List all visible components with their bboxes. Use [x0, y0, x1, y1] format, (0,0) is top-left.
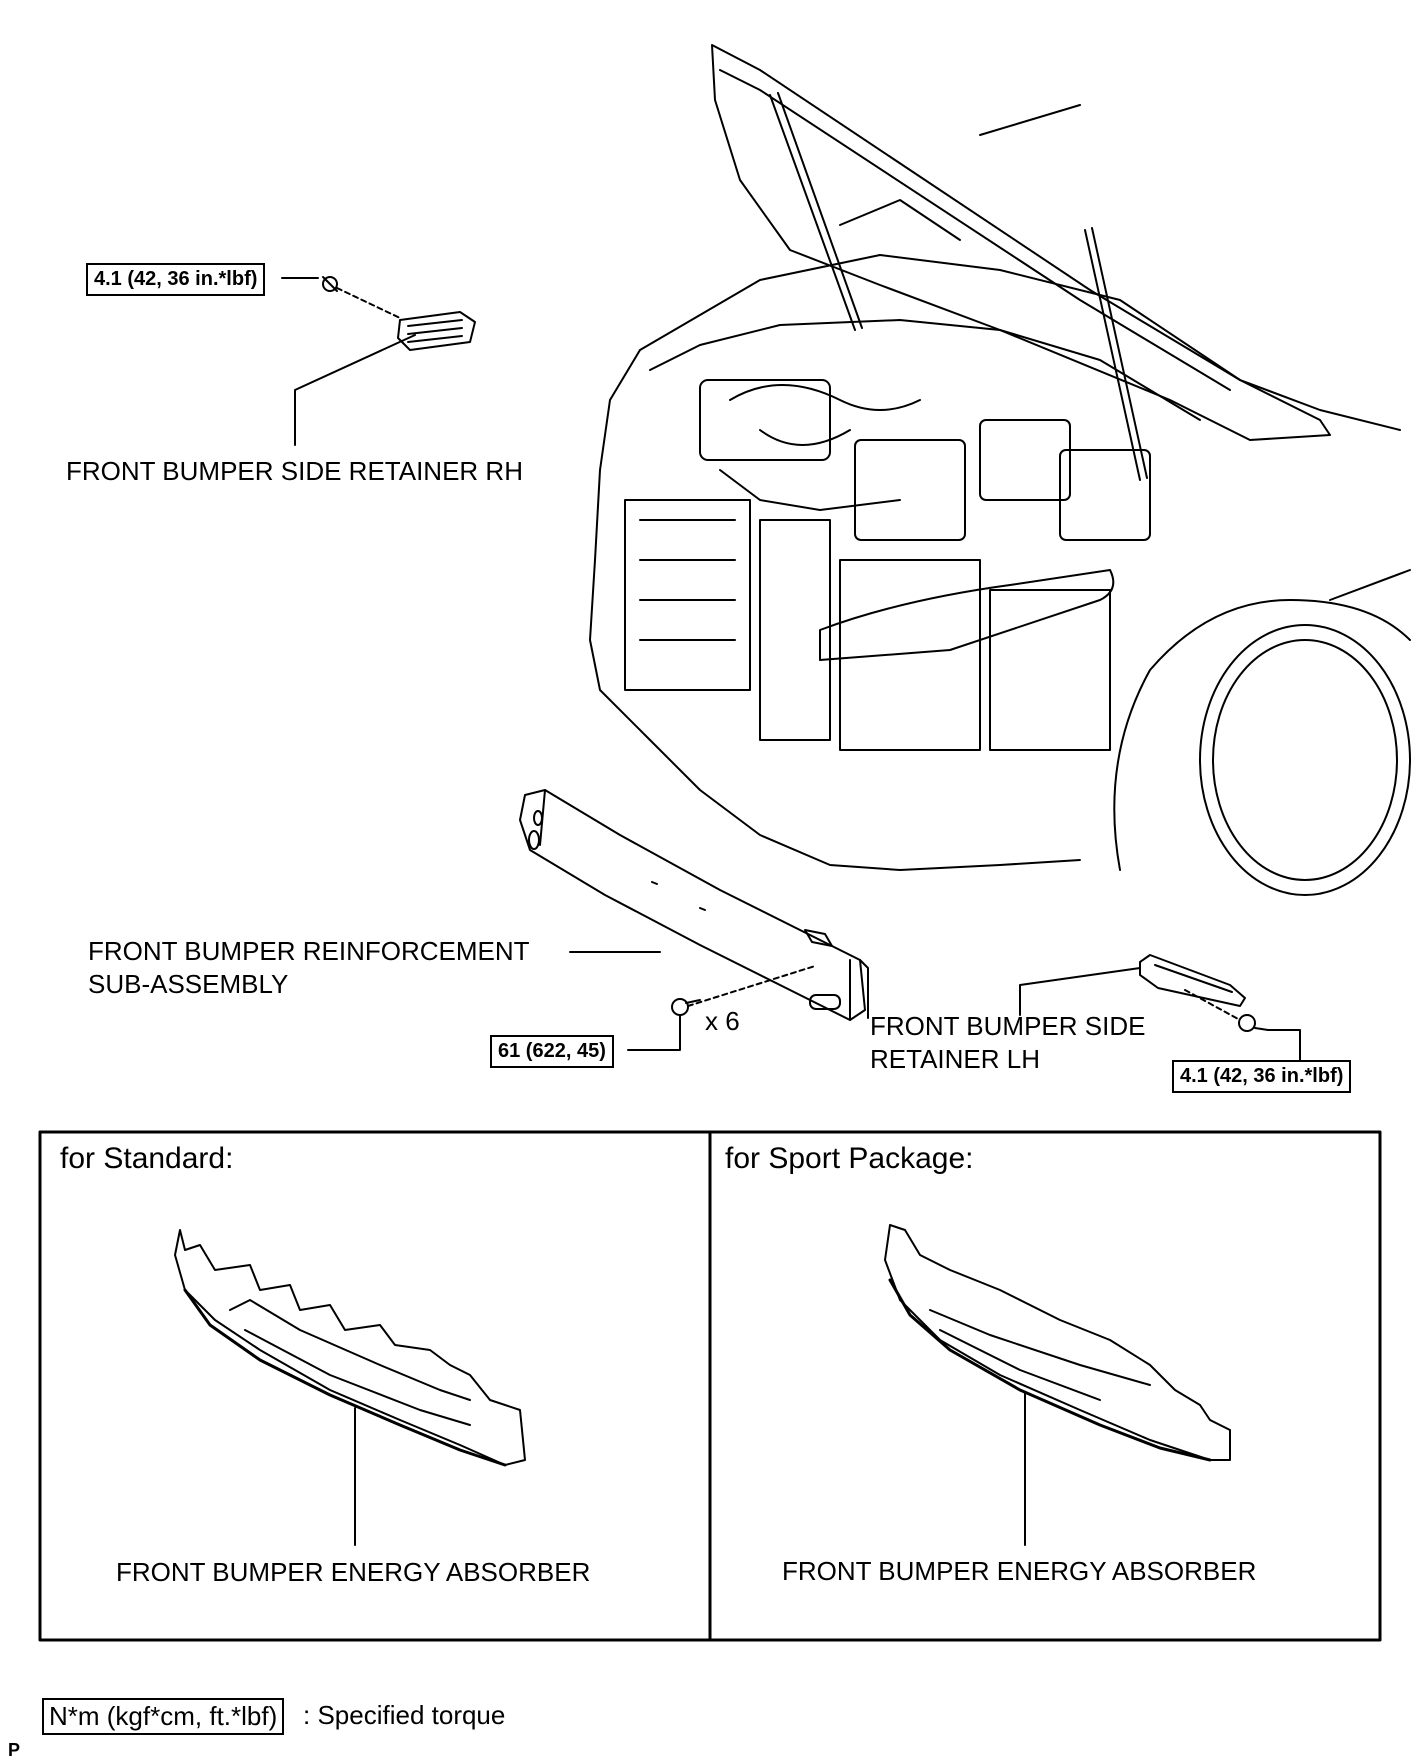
torque-box-lh-retainer: 4.1 (42, 36 in.*lbf) [1172, 1060, 1352, 1093]
label-standard-energy-absorber: FRONT BUMPER ENERGY ABSORBER [116, 1557, 591, 1587]
label-side-retainer-rh: FRONT BUMPER SIDE RETAINER RH [66, 456, 523, 486]
label-bolt-quantity: x 6 [705, 1006, 740, 1036]
legend-torque-unit-key: N*m (kgf*cm, ft.*lbf) [42, 1698, 285, 1735]
label-sport-energy-absorber: FRONT BUMPER ENERGY ABSORBER [782, 1556, 1257, 1586]
legend-description: : Specified torque [303, 1700, 506, 1730]
sport-energy-absorber-part [884, 1224, 1231, 1546]
label-side-retainer-lh-line1: FRONT BUMPER SIDE [870, 1011, 1146, 1041]
panel-title-standard: for Standard: [60, 1142, 234, 1175]
standard-energy-absorber-part [174, 1229, 526, 1546]
label-reinforcement-line2: SUB-ASSEMBLY [88, 969, 289, 999]
torque-box-rh-retainer: 4.1 (42, 36 in.*lbf) [86, 263, 266, 296]
torque-box-reinforcement: 61 (622, 45) [490, 1035, 614, 1068]
label-side-retainer-lh-line2: RETAINER LH [870, 1044, 1040, 1074]
corner-letter: P [8, 1740, 21, 1760]
side-retainer-lh-part [1019, 954, 1301, 1061]
bumper-reinforcement-part [519, 789, 869, 1051]
side-retainer-rh-part [281, 276, 476, 446]
label-reinforcement-line1: FRONT BUMPER REINFORCEMENT [88, 936, 530, 966]
vehicle-front-illustration [589, 44, 1411, 896]
panel-title-sport: for Sport Package: [725, 1142, 974, 1175]
